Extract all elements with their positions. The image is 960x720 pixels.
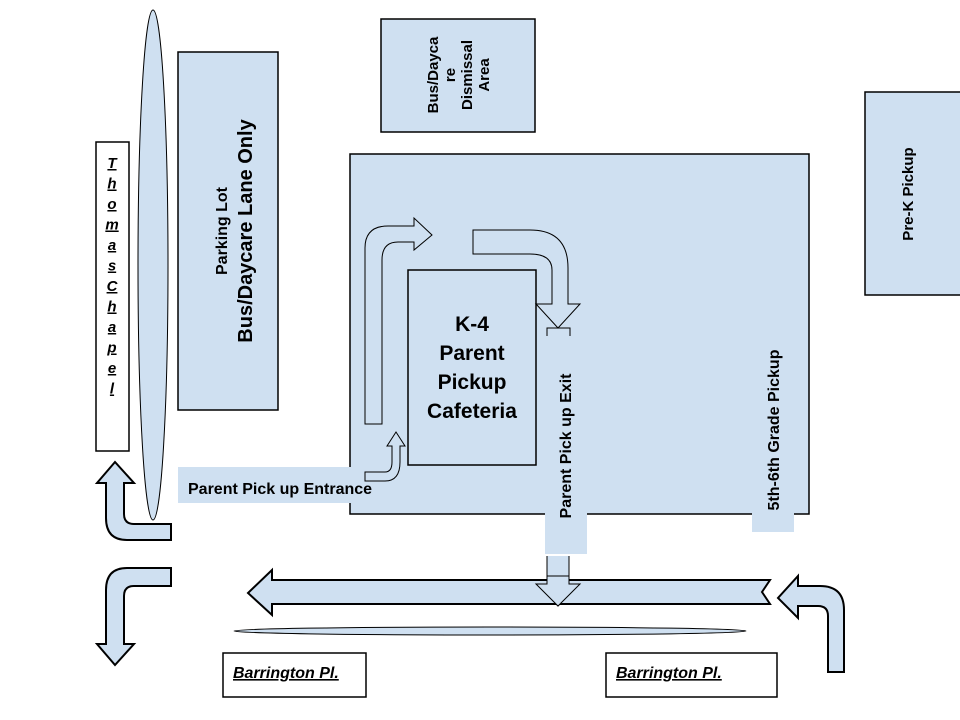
- bus-lane-label: Bus/Daycare Lane Only: [235, 118, 257, 342]
- bus-dismissal-line-1: Bus/Dayca: [425, 36, 442, 113]
- exit-arrow-tip: [534, 575, 582, 607]
- parking-lot-label: Parking Lot: [214, 186, 231, 275]
- bus-dismissal-area: [380, 18, 536, 133]
- barrington-left-label: Barrington Pl.: [233, 665, 339, 682]
- k4-cafeteria-label: K-4 Parent Pickup Cafeteria: [427, 313, 517, 423]
- pre-k-pickup-area: [864, 91, 960, 296]
- thomas-chapel-letter: l: [110, 381, 115, 398]
- thomas-chapel-letter: s: [108, 258, 116, 275]
- thomas-chapel-letter: T: [107, 155, 118, 172]
- k4-cafeteria: [407, 269, 537, 466]
- parent-exit-label: Parent Pick up Exit: [558, 373, 575, 519]
- median-horizontal: [233, 626, 747, 636]
- k4-line-3: Pickup: [438, 371, 507, 394]
- barrington-left-box: [222, 652, 367, 698]
- k4-line-2: Parent: [439, 342, 504, 365]
- thomas-chapel-letter: e: [108, 360, 116, 377]
- median-vertical: [137, 9, 169, 521]
- road-left-arrow: [246, 567, 772, 618]
- right-entry-arrow: [776, 573, 845, 673]
- thomas-chapel-letter: h: [107, 299, 116, 316]
- barrington-right-box: [605, 652, 778, 698]
- k4-line-1: K-4: [455, 313, 489, 336]
- grade-5-6-label-bg: [752, 330, 794, 532]
- thomas-chapel-letter: h: [107, 176, 116, 193]
- parking-lot: [177, 51, 279, 411]
- thomas-chapel-letter: m: [105, 217, 118, 234]
- left-down-turn-arrow: [94, 567, 172, 667]
- thomas-chapel-box: [95, 141, 130, 452]
- arrow-joint: [548, 578, 568, 588]
- k4-line-4: Cafeteria: [427, 400, 517, 423]
- thomas-chapel-letter: a: [108, 319, 116, 336]
- thomas-chapel-letter: a: [108, 237, 116, 254]
- grade-5-6-label: 5th-6th Grade Pickup: [766, 349, 783, 510]
- pre-k-label: Pre-K Pickup: [900, 147, 917, 240]
- barrington-right-label: Barrington Pl.: [616, 665, 722, 682]
- parent-entrance-label: Parent Pick up Entrance: [188, 481, 372, 498]
- thomas-chapel-letter: p: [106, 340, 116, 357]
- left-up-turn-arrow: [94, 460, 172, 541]
- thomas-chapel-letter: o: [107, 196, 116, 213]
- entrance-turn-arrow: [364, 431, 406, 482]
- exit-gate: [546, 327, 571, 336]
- entrance-label-bg: [178, 467, 410, 503]
- bus-dismissal-label: Bus/Dayca re Dismissal Area: [425, 36, 493, 113]
- bus-dismissal-line-4: Area: [476, 58, 493, 92]
- bus-dismissal-line-2: re: [442, 68, 459, 82]
- drive-up-right-arrow: [364, 216, 433, 425]
- bus-dismissal-line-3: Dismissal: [459, 40, 476, 110]
- thomas-chapel-letter: C: [107, 278, 119, 295]
- exit-label-bg: [545, 332, 587, 554]
